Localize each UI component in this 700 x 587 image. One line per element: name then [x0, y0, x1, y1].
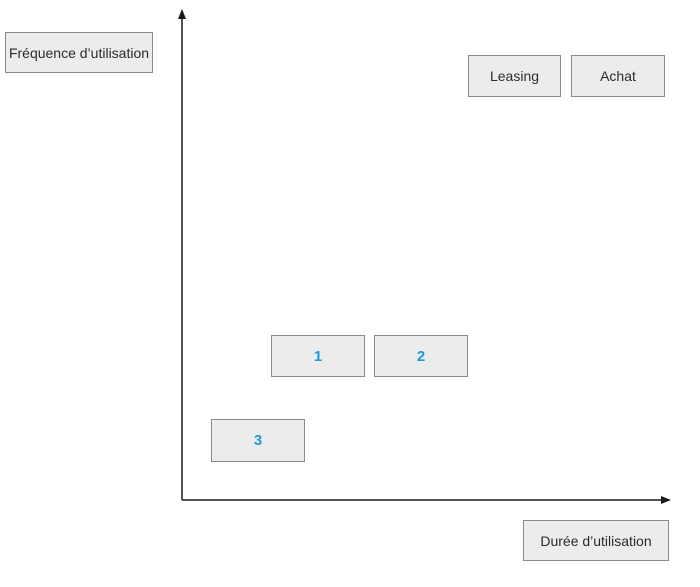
- box-3: 3: [211, 419, 305, 462]
- x-axis-arrowhead: [661, 496, 671, 504]
- box-2: 2: [374, 335, 468, 377]
- box-1: 1: [271, 335, 365, 377]
- y-axis-label: Fréquence d’utilisation: [5, 32, 153, 73]
- achat-box: Achat: [571, 55, 665, 97]
- y-axis-arrowhead: [178, 9, 186, 19]
- leasing-box: Leasing: [468, 55, 561, 97]
- x-axis-label: Durée d’utilisation: [523, 520, 669, 561]
